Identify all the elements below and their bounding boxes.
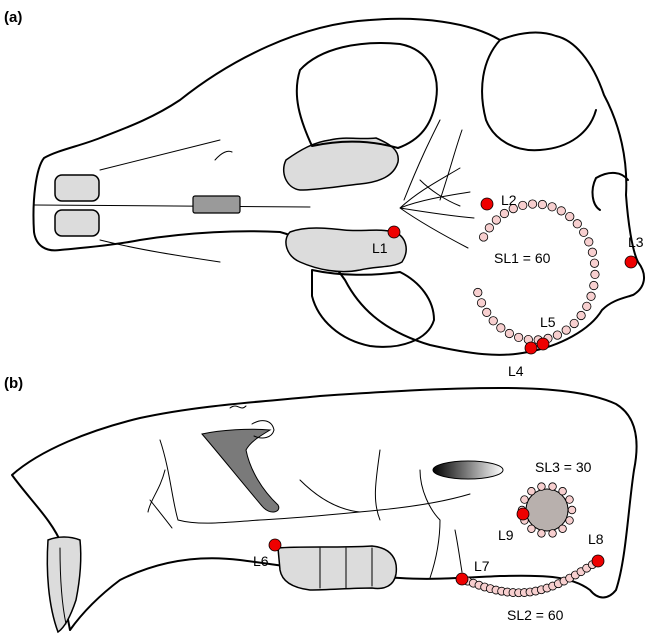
sl1-point (479, 233, 487, 241)
lateral-incisor (47, 537, 80, 632)
landmark-l2 (481, 198, 493, 210)
orbit-upper (297, 43, 437, 148)
sl1-point (485, 224, 493, 232)
sl1-point (587, 292, 595, 300)
sl1-point (573, 220, 581, 228)
sl1-point (583, 302, 591, 310)
landmark-l4-label: L4 (508, 363, 524, 379)
upper-incisor-right (55, 210, 99, 236)
landmark-l2-label: L2 (501, 192, 517, 208)
landmark-l7-label: L7 (474, 558, 490, 574)
landmark-l6 (269, 539, 281, 551)
sl1-point (591, 270, 599, 278)
sl1-point (585, 238, 593, 246)
zygomatic-process (202, 429, 279, 512)
sl3-point (549, 530, 557, 538)
landmark-l9 (517, 508, 529, 520)
landmark-l3-label: L3 (628, 234, 644, 250)
sl1-point (588, 248, 596, 256)
sl3-point (566, 496, 574, 504)
landmark-l5 (537, 338, 549, 350)
incisive-foramen (193, 196, 240, 213)
landmark-l3 (625, 256, 637, 268)
sl1-point (548, 203, 556, 211)
molar-row-upper (284, 138, 399, 190)
sl1-point (580, 228, 588, 236)
sl1-point (528, 200, 536, 208)
sl3-point (549, 483, 557, 491)
upper-incisor-left (55, 175, 99, 201)
landmark-l6-label: L6 (253, 553, 269, 569)
sl3-label: SL3 = 30 (535, 459, 592, 475)
sl1-point (500, 209, 508, 217)
sl1-point (590, 259, 598, 267)
sl1-point (492, 216, 500, 224)
frontal-process (230, 406, 246, 408)
sl1-point (570, 319, 578, 327)
sl3-point (528, 525, 536, 533)
sl1-point (519, 201, 527, 209)
orbit-outline (160, 440, 470, 523)
auditory-bulla-region (482, 40, 596, 150)
sl3-point (538, 530, 546, 538)
sl1-point (477, 299, 485, 307)
palatal-midline (34, 205, 310, 207)
panel-b-label: (b) (4, 375, 23, 392)
lateral-molars (278, 546, 396, 590)
sl3-point (521, 496, 529, 504)
sl1-point (489, 317, 497, 325)
landmark-l8-label: L8 (588, 531, 604, 547)
sl1-point (590, 281, 598, 289)
infraorbital-foramen (433, 461, 503, 479)
pterygoid-lines (404, 120, 462, 206)
landmark-l9-label: L9 (498, 527, 514, 543)
ventral-skull-view (33, 19, 644, 355)
sl1-point (562, 326, 570, 334)
sl3-point (566, 517, 574, 525)
sl1-point (514, 333, 522, 341)
sl3-point (559, 487, 567, 495)
landmark-l4 (525, 342, 537, 354)
sl3-point (559, 525, 567, 533)
sl3-point (528, 487, 536, 495)
landmark-l7 (456, 573, 468, 585)
sl1-point (577, 311, 585, 319)
semilandmark-curve-sl1 (474, 200, 600, 344)
lateral-skull-view (12, 388, 637, 632)
sl1-point (483, 308, 491, 316)
sl1-point (497, 324, 505, 332)
sl1-point (566, 212, 574, 220)
landmark-l8 (592, 555, 604, 567)
basioccipital-lines (400, 168, 474, 248)
sl3-point (568, 506, 576, 514)
sl1-point (553, 331, 561, 339)
sl2-label: SL2 = 60 (507, 607, 564, 623)
landmark-l1-label: L1 (372, 240, 388, 256)
occipital-edge (593, 173, 628, 210)
sl1-point (557, 207, 565, 215)
panel-a-label: (a) (4, 9, 22, 26)
sl1-point (505, 329, 513, 337)
orbit-lower (312, 270, 434, 347)
sl3-point (538, 483, 546, 491)
sl1-label: SL1 = 60 (494, 250, 551, 266)
landmark-l5-label: L5 (540, 314, 556, 330)
sl1-point (474, 288, 482, 296)
landmark-l1 (388, 226, 400, 238)
sl1-point (538, 200, 546, 208)
